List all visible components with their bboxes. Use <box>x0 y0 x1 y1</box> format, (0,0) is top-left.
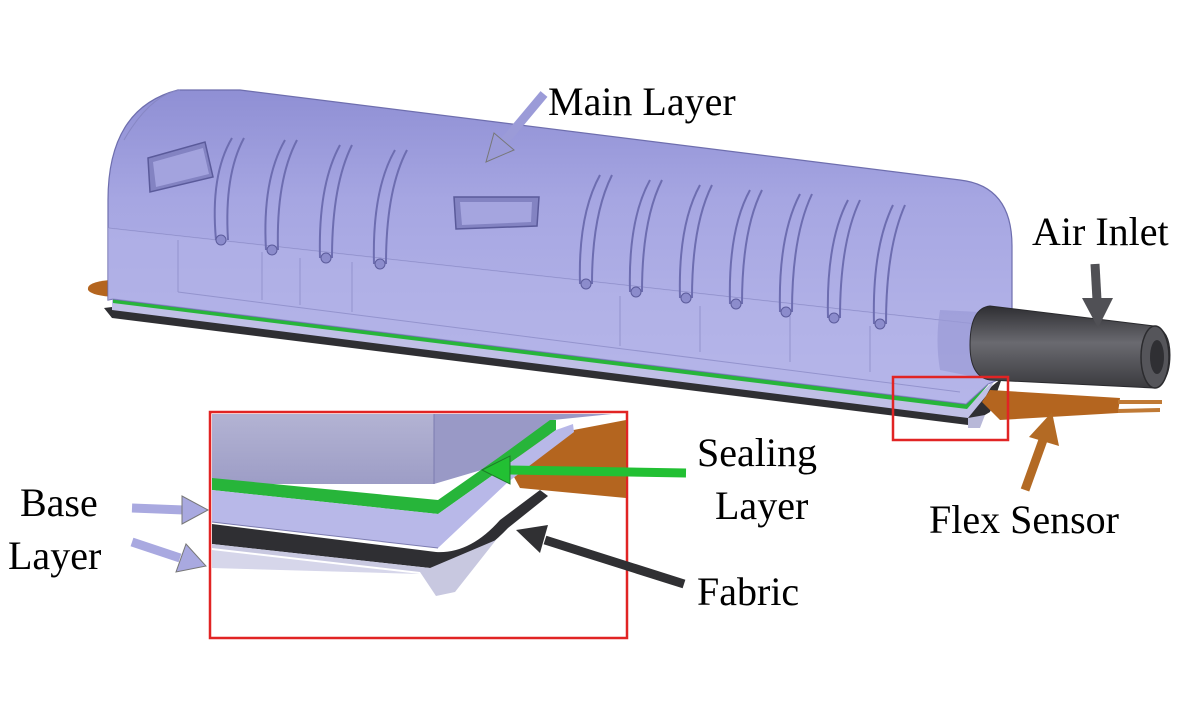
base-layer-arrow-upper <box>131 495 210 525</box>
base-layer-label-line1: Base <box>20 480 98 525</box>
flex-sensor-arrow <box>1020 412 1059 492</box>
main-layer-partitions <box>177 240 961 393</box>
sealing-layer-arrow <box>480 455 687 485</box>
zoom-inset <box>208 410 629 640</box>
main-layer-rib-feet <box>215 234 886 330</box>
base-layer-arrow-lower <box>130 537 207 573</box>
main-layer-ribs <box>213 137 906 325</box>
main-layer-body <box>107 89 1013 405</box>
air-inlet-arrow <box>1082 263 1113 328</box>
sealing-layer-label-line1: Sealing <box>697 430 817 475</box>
zoom-region-indicator <box>891 375 1010 442</box>
main-layer-label: Main Layer <box>548 79 736 124</box>
air-inlet-label: Air Inlet <box>1032 209 1169 254</box>
fabric-arrow <box>516 525 686 589</box>
fabric-label: Fabric <box>697 569 800 614</box>
main-layer-arrow <box>485 91 548 163</box>
sealing-layer-label-line2: Layer <box>715 483 809 528</box>
air-inlet-tube <box>937 305 1171 389</box>
base-layer-label-line2: Layer <box>8 533 102 578</box>
flex-sensor-label: Flex Sensor <box>929 497 1119 542</box>
flex-sensor-right <box>982 390 1162 420</box>
